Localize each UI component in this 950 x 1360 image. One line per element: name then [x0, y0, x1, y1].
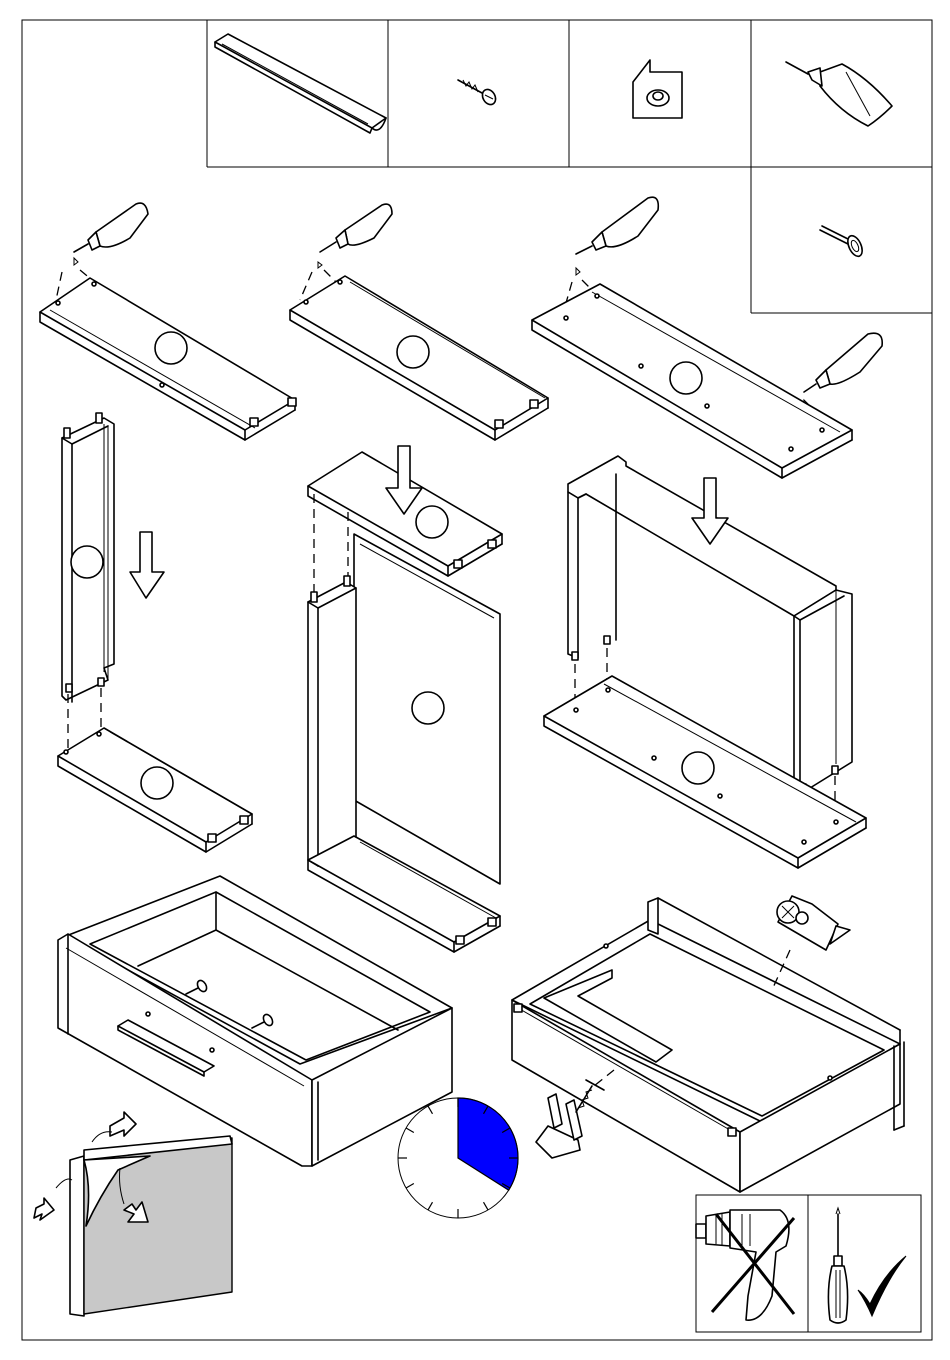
- peel-film-icon: [34, 1112, 232, 1316]
- glue-step-3: [532, 197, 882, 478]
- cam-bolt-icon: [820, 226, 865, 259]
- glue-step-1: [40, 203, 296, 440]
- screwdriver-icon: [828, 1208, 847, 1323]
- assembly-step-2: [308, 446, 502, 952]
- glue-tube-icon: [74, 203, 148, 252]
- drawer-frame-step: [512, 896, 904, 1192]
- corner-bracket-icon: [777, 896, 850, 950]
- clock-tick: [406, 1128, 414, 1133]
- clock-tick: [428, 1106, 433, 1114]
- tools-panel: [696, 1195, 921, 1332]
- peel-arrow-icon: [34, 1198, 54, 1220]
- parts-legend: [207, 20, 932, 313]
- glue-tube-icon: [786, 62, 892, 126]
- glue-tube-icon: [804, 333, 882, 392]
- down-arrow-icon: [130, 532, 164, 598]
- checkmark-icon: [858, 1256, 906, 1316]
- handle-rail-icon: [215, 34, 386, 133]
- peel-arrow-icon: [110, 1112, 136, 1136]
- elapsed-time-sector: [458, 1098, 518, 1190]
- clock-tick: [484, 1202, 489, 1210]
- assembly-step-1: [58, 413, 252, 852]
- assembly-time-clock: [398, 1098, 518, 1218]
- glue-step-2: [290, 204, 548, 440]
- corner-bracket-icon: [633, 60, 682, 118]
- clock-tick: [428, 1202, 433, 1210]
- glue-tube-icon: [320, 204, 392, 252]
- clock-tick: [406, 1184, 414, 1189]
- power-drill-icon: [696, 1210, 789, 1320]
- glue-tube-icon: [576, 197, 658, 254]
- assembly-step-3: [544, 456, 866, 868]
- wood-screw-icon: [458, 80, 498, 107]
